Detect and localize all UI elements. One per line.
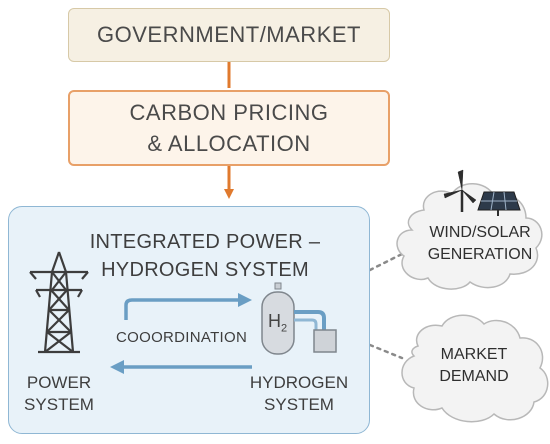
carbon-pricing-label-line1: CARBON PRICING xyxy=(129,100,329,125)
renewable-label: WIND/SOLAR GENERATION xyxy=(416,222,544,266)
power-system-label-line1: POWER xyxy=(26,373,92,392)
carbon-pricing-box: CARBON PRICING & ALLOCATION xyxy=(68,90,390,166)
renewable-connector xyxy=(368,252,404,272)
hydrogen-system-label-line1: HYDROGEN xyxy=(249,373,349,392)
h2-symbol-letter: H xyxy=(268,311,281,331)
power-system-label-line2: SYSTEM xyxy=(24,395,94,414)
coordination-label: COOORDINATION xyxy=(116,329,248,346)
h2-symbol-subscript: 2 xyxy=(281,322,288,335)
power-to-hydrogen-arrow xyxy=(124,293,252,320)
carbon-pricing-label-line2: & ALLOCATION xyxy=(147,131,311,156)
market-demand-label-line2: DEMAND xyxy=(439,368,509,385)
market-demand-label-line1: MARKET xyxy=(440,346,508,363)
government-market-label: GOVERNMENT/MARKET xyxy=(97,22,361,47)
government-market-box: GOVERNMENT/MARKET xyxy=(68,8,390,62)
renewable-label-line1: WIND/SOLAR xyxy=(429,224,531,241)
integrated-system-title-line2: HYDROGEN SYSTEM xyxy=(101,259,309,281)
integrated-system-title: INTEGRATED POWER – HYDROGEN SYSTEM xyxy=(60,228,350,284)
market-demand-label: MARKET DEMAND xyxy=(414,344,534,388)
wind-turbine-icon xyxy=(443,169,477,212)
transmission-tower-icon xyxy=(29,251,89,354)
demand-cloud xyxy=(401,314,549,423)
hydrogen-tank-icon xyxy=(261,282,337,355)
hydrogen-system-label: HYDROGEN SYSTEM xyxy=(240,372,358,416)
solar-panel-icon xyxy=(477,191,521,216)
power-system-label: POWER SYSTEM xyxy=(14,372,104,416)
integrated-system-title-line1: INTEGRATED POWER – xyxy=(89,231,321,253)
demand-connector xyxy=(368,343,404,360)
hydrogen-system-label-line2: SYSTEM xyxy=(264,395,334,414)
renewable-label-line2: GENERATION xyxy=(427,246,533,263)
h2-symbol: H2 xyxy=(268,311,287,335)
